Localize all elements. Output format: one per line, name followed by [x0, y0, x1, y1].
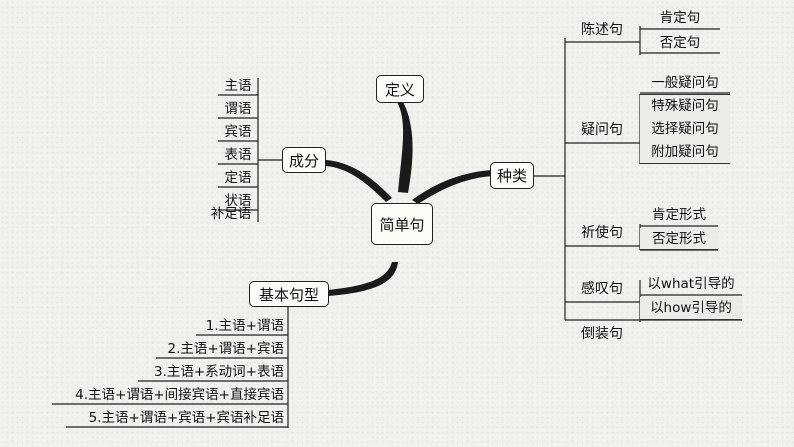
- type-imperative: 祈使句: [581, 225, 623, 241]
- component-item: 宾语: [224, 124, 252, 140]
- components-node: 成分: [282, 147, 326, 173]
- component-item: 定语: [224, 170, 252, 186]
- interrogative-item: 特殊疑问句: [651, 98, 719, 114]
- interrogative-item: 一般疑问句: [651, 75, 719, 91]
- interrogative-item: 选择疑问句: [651, 121, 719, 137]
- highlight-imperative-negative: [640, 228, 718, 250]
- component-item: 状语: [224, 193, 252, 209]
- pattern-item: 3.主语+系动词+表语: [153, 364, 284, 380]
- types-node: 种类: [490, 162, 534, 189]
- pattern-item: 4.主语+谓语+间接宾语+直接宾语: [75, 387, 284, 403]
- type-declarative: 陈述句: [581, 22, 623, 38]
- exclamatory-item: 以what引导的: [647, 276, 735, 292]
- component-item: 补足语: [210, 206, 252, 222]
- imperative-item: 肯定形式: [652, 207, 706, 223]
- pattern-item: 1.主语+谓语: [205, 318, 284, 334]
- highlight-interrogative-items: [640, 94, 730, 164]
- component-item: 主语: [224, 78, 252, 94]
- type-inverted: 倒装句: [581, 326, 623, 342]
- patterns-node: 基本句型: [249, 281, 329, 307]
- declarative-item: 否定句: [659, 35, 701, 51]
- type-interrogative: 疑问句: [581, 122, 623, 138]
- definition-node: 定义: [376, 75, 424, 103]
- exclamatory-item: 以how引导的: [650, 300, 732, 316]
- pattern-item: 2.主语+谓语+宾语: [167, 341, 284, 357]
- component-item: 表语: [224, 147, 252, 163]
- center-node: 简单句: [371, 203, 433, 245]
- type-exclamatory: 感叹句: [581, 281, 623, 297]
- imperative-item: 否定形式: [652, 231, 706, 247]
- component-item: 谓语: [224, 101, 252, 117]
- highlight-exclamatory-how: [640, 297, 742, 320]
- interrogative-item: 附加疑问句: [651, 144, 719, 160]
- pattern-item: 5.主语+谓语+宾语+宾语补足语: [88, 410, 284, 426]
- declarative-item: 肯定句: [659, 10, 701, 26]
